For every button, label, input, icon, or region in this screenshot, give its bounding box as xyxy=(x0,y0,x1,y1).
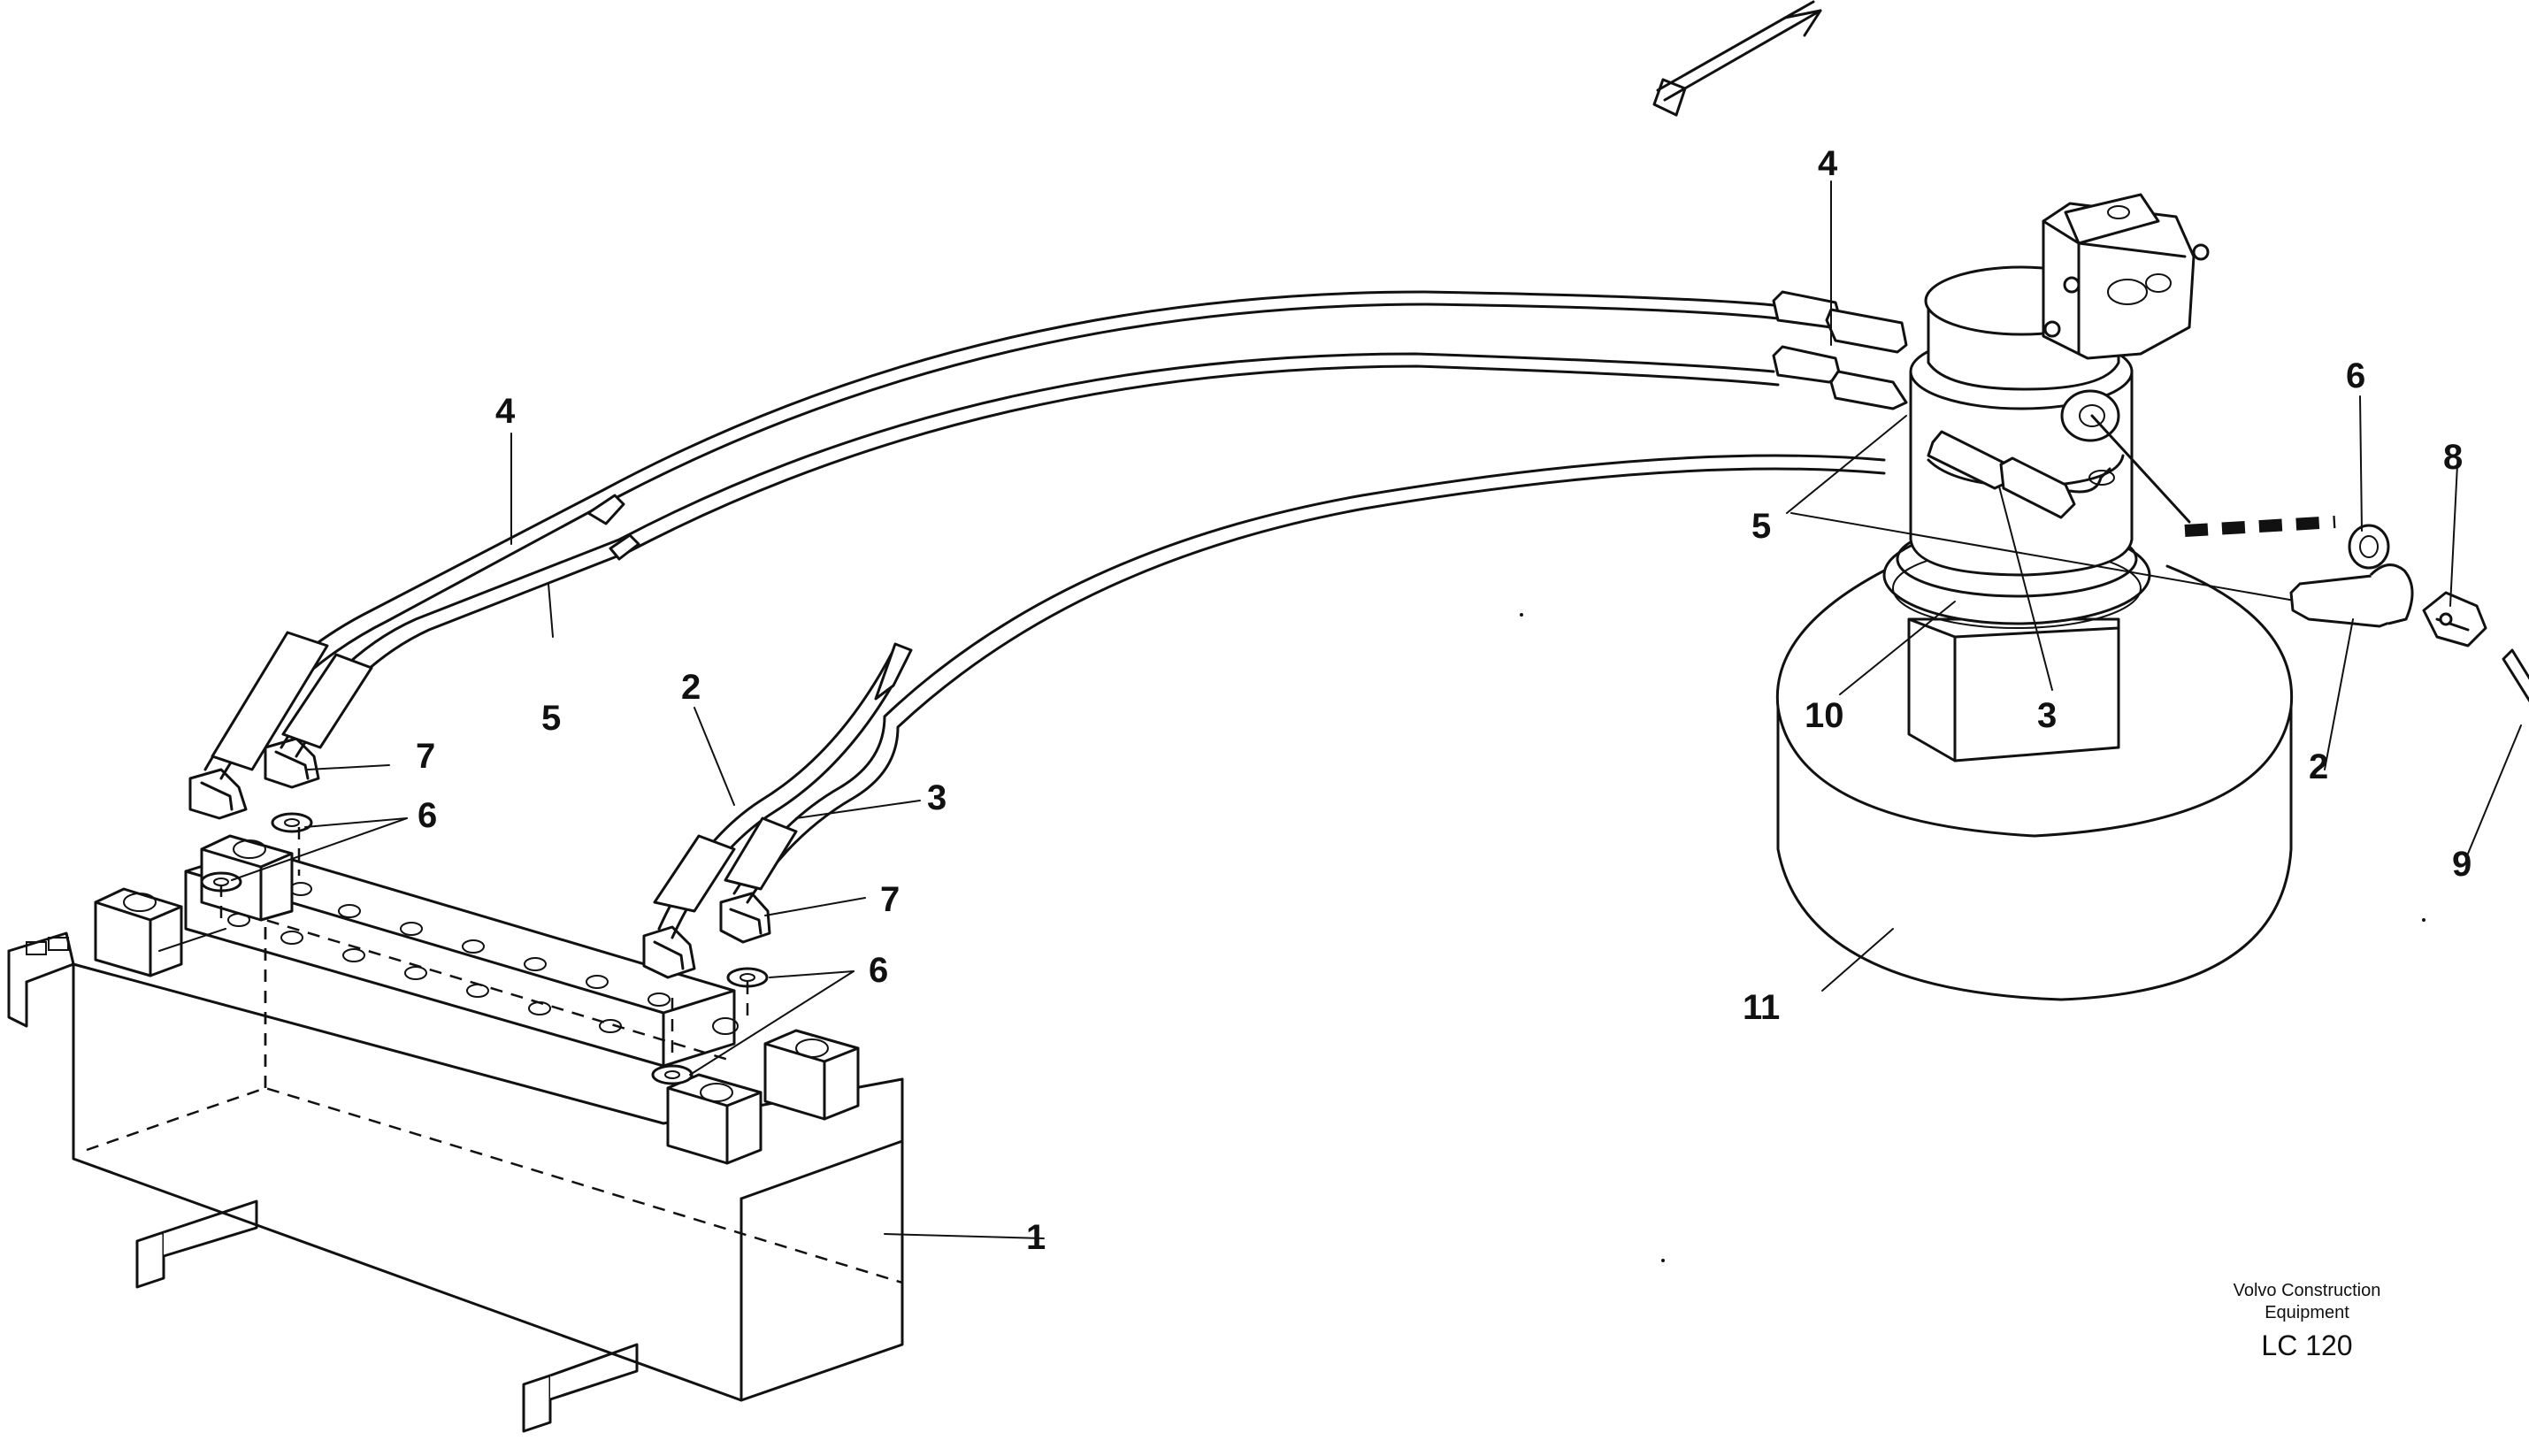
label-hose-2-mid: 2 xyxy=(681,668,701,707)
label-clamp-8: 8 xyxy=(2443,438,2463,477)
label-valve-1: 1 xyxy=(1026,1218,1046,1257)
leader-lines xyxy=(231,180,2522,1239)
swivel-hose-ends xyxy=(1772,290,2115,519)
brand-line-1: Volvo Construction xyxy=(2234,1281,2381,1300)
footer-brand: Volvo Construction Equipment LC 120 xyxy=(2234,1281,2381,1361)
hose-3 xyxy=(732,454,1886,904)
hose-5 xyxy=(280,352,1780,758)
label-hose-3-mid: 3 xyxy=(927,778,946,817)
label-hose-4-right: 4 xyxy=(1818,144,1838,183)
swivel-joint xyxy=(1775,193,2294,1001)
direction-arrow-icon xyxy=(1652,0,1822,117)
label-ring-10: 10 xyxy=(1805,696,1844,735)
scan-specks xyxy=(1520,613,2426,1262)
control-valve-block xyxy=(7,834,904,1433)
label-hose-4-left: 4 xyxy=(495,392,516,431)
label-housing-11: 11 xyxy=(1743,988,1780,1027)
brand-line-2: Equipment xyxy=(2265,1303,2349,1322)
hose-sheaths xyxy=(211,494,913,913)
label-washer-6-left: 6 xyxy=(418,796,437,835)
model-code: LC 120 xyxy=(2261,1330,2352,1361)
valve-port-holes xyxy=(227,882,739,1035)
label-hose-5-right: 5 xyxy=(1751,507,1771,546)
left-fittings xyxy=(188,737,320,920)
label-hose-3-right: 3 xyxy=(2037,696,2057,735)
label-hose-5-left: 5 xyxy=(541,699,561,738)
right-side-components xyxy=(1790,414,2529,703)
label-washer-6-right: 6 xyxy=(2346,356,2365,395)
connection-dashed-line xyxy=(2184,516,2336,537)
label-hose-2-right: 2 xyxy=(2309,747,2328,786)
label-screw-9: 9 xyxy=(2452,845,2472,884)
label-fitting-7-mid: 7 xyxy=(880,880,900,919)
label-washer-6-mid: 6 xyxy=(869,951,888,990)
hose-4 xyxy=(203,290,1780,780)
callout-labels: 4 5 2 3 7 6 7 6 1 4 5 6 8 9 2 3 10 11 xyxy=(416,144,2472,1257)
middle-fittings xyxy=(642,892,771,1085)
label-fitting-7-left: 7 xyxy=(416,737,435,776)
